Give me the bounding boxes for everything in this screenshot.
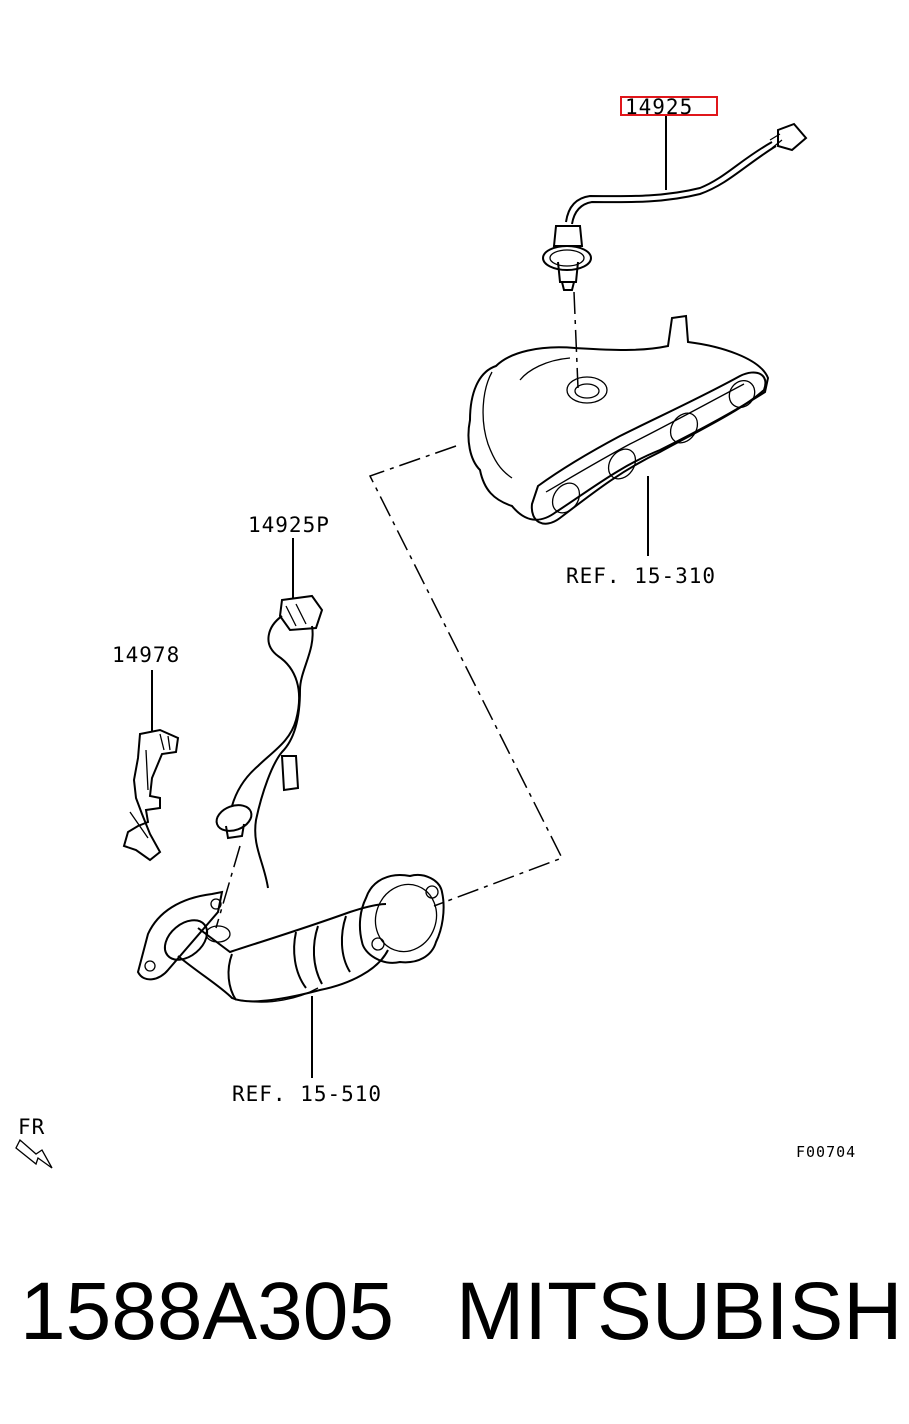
highlight-box (620, 96, 718, 116)
upper-oxygen-sensor[interactable]: 14925 (542, 95, 808, 291)
figure-code: F00704 (796, 1143, 856, 1161)
brand-name: MITSUBISHI (456, 1266, 909, 1357)
front-direction-arrow-icon (15, 1138, 53, 1169)
callout-14925: 14925 (625, 95, 693, 119)
callout-14925P: 14925P (248, 513, 330, 537)
exhaust-manifold[interactable] (467, 314, 770, 525)
callout-14978: 14978 (112, 643, 180, 667)
lower-oxygen-sensor[interactable] (213, 594, 324, 889)
front-direction-label: FR (18, 1115, 45, 1139)
assembly-dash-line (368, 445, 564, 907)
front-exhaust-pipe[interactable] (136, 874, 446, 1003)
part-number: 1588A305 (20, 1266, 394, 1357)
sensor-bracket[interactable] (122, 728, 180, 862)
ref-15-310: REF. 15-310 (566, 564, 716, 588)
ref-15-510: REF. 15-510 (232, 1082, 382, 1106)
